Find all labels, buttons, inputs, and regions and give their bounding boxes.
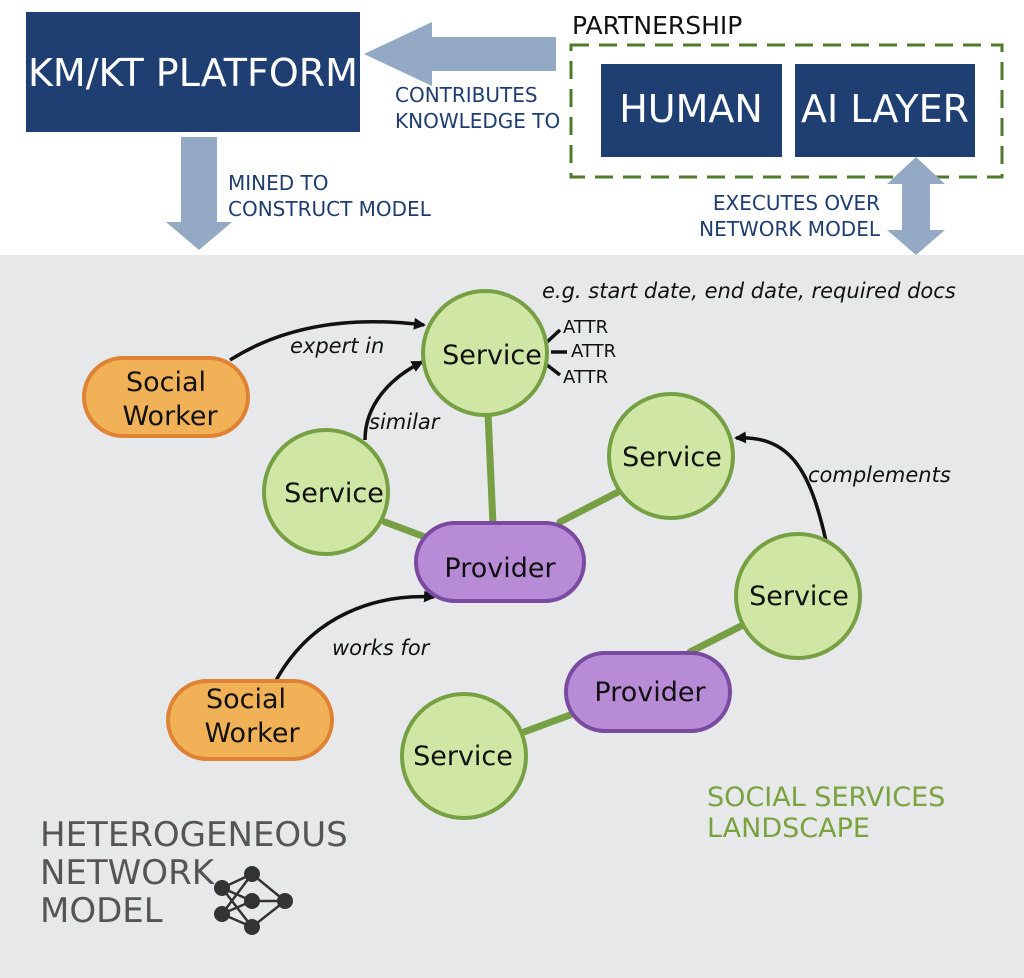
- service-node: Service: [400, 692, 528, 820]
- ai-layer-box: [795, 64, 975, 157]
- mined-arrow: [166, 137, 232, 250]
- attr-label: ATTR: [571, 341, 616, 362]
- service-node: Service: [734, 532, 862, 660]
- svg-text:Service: Service: [749, 581, 849, 612]
- ai-layer-label: AI LAYER: [801, 87, 969, 131]
- service-node: Service: [262, 428, 390, 556]
- svg-text:Service: Service: [413, 741, 513, 772]
- human-label: HUMAN: [619, 87, 763, 131]
- relation-edges: [229, 317, 828, 689]
- provider-node: Provider: [414, 521, 586, 603]
- svg-text:Worker: Worker: [204, 718, 300, 749]
- edge-works-for: [270, 590, 436, 689]
- edge-service-provider-4: [686, 620, 749, 656]
- executes-arrow: [887, 157, 945, 255]
- svg-text:Provider: Provider: [444, 553, 556, 584]
- edge-label-works-for: works for: [332, 636, 431, 660]
- platform-label: KM/KT PLATFORM: [28, 51, 358, 95]
- edge-expert-in: [229, 317, 426, 362]
- edge-label-complements: complements: [808, 463, 951, 487]
- svg-text:Service: Service: [442, 340, 542, 371]
- contributes-arrow: [364, 22, 556, 86]
- service-node: Service: [421, 289, 549, 417]
- edge-service-provider-3: [556, 486, 626, 526]
- edge-service-provider-1: [484, 409, 497, 529]
- edge-service-provider-5: [520, 711, 574, 736]
- attr-label: ATTR: [563, 367, 608, 388]
- attr-tick-1: [545, 328, 562, 344]
- svg-text:Social: Social: [206, 684, 286, 715]
- edge-label-expert-in: expert in: [290, 334, 384, 358]
- partnership-label: PARTNERSHIP: [572, 11, 742, 40]
- svg-text:Service: Service: [284, 478, 384, 509]
- attr-tick-3: [545, 363, 562, 377]
- human-box: [601, 64, 782, 157]
- social-worker-node: Social Worker: [166, 679, 334, 761]
- svg-text:Social: Social: [126, 367, 206, 398]
- edge-similar: [363, 360, 424, 441]
- svg-text:Provider: Provider: [594, 677, 706, 708]
- social-worker-node: Social Worker: [82, 356, 250, 438]
- edge-complements: [734, 431, 828, 542]
- neural-network-icon: [214, 866, 293, 935]
- attr-example: e.g. start date, end date, required docs: [542, 279, 956, 303]
- green-edges: [381, 409, 749, 736]
- edge-service-provider-2: [381, 518, 429, 541]
- service-node: Service: [607, 392, 735, 520]
- platform-box: [26, 12, 360, 132]
- edge-label-similar: similar: [369, 410, 441, 434]
- svg-text:Service: Service: [622, 442, 722, 473]
- svg-text:Worker: Worker: [122, 401, 218, 432]
- attr-label: ATTR: [563, 317, 608, 338]
- provider-node: Provider: [564, 651, 732, 733]
